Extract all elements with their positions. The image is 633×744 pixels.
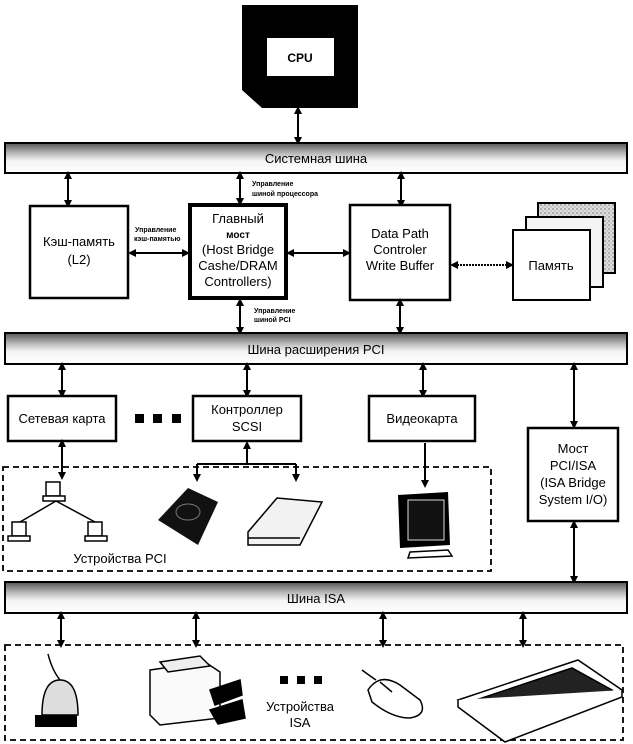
isa-bus: Шина ISA xyxy=(4,581,628,614)
cache-l2-block: Кэш-память (L2) xyxy=(28,204,130,300)
isa-devices-label-1: Устройства xyxy=(266,699,335,714)
network-card-block: Сетевая карта xyxy=(6,394,118,443)
host-bridge-label-5: Controllers) xyxy=(204,274,271,289)
memory-block: Память xyxy=(512,202,616,301)
network-icon xyxy=(7,481,108,542)
host-bridge-label-4: Cashe/DRAM xyxy=(198,258,277,273)
data-path-label-1: Data Path xyxy=(371,226,429,241)
pci-devices-group xyxy=(2,466,492,572)
cache-control-label-1: Управление xyxy=(135,227,176,234)
bridge-label-3: (ISA Bridge xyxy=(540,475,606,490)
host-bridge-label-2: мост xyxy=(226,230,250,241)
bridge-label-4: System I/O) xyxy=(539,492,608,507)
pci-bus-control-label-1: Управление xyxy=(254,308,295,315)
isa-devices-group xyxy=(4,644,624,741)
mouse-icon xyxy=(361,669,424,719)
cache-label-1: Кэш-память xyxy=(43,234,115,249)
keyboard-icon xyxy=(456,659,624,743)
system-bus-label: Системная шина xyxy=(265,151,368,166)
scsi-device-links xyxy=(196,443,297,476)
video-card-label: Видеокарта xyxy=(386,411,458,426)
scsi-controller-block: Контроллер SCSI xyxy=(191,394,303,443)
cpu-bus-control-label-1: Управление xyxy=(252,181,293,188)
video-card-block: Видеокарта xyxy=(367,394,477,443)
scsi-label-2: SCSI xyxy=(232,419,262,434)
pci-bus-label: Шина расширения PCI xyxy=(247,342,384,357)
ellipsis-dots-isa xyxy=(280,676,322,684)
bridge-label-2: PCI/ISA xyxy=(550,458,597,473)
data-path-label-2: Controler xyxy=(373,242,427,257)
cpu-chip: CPU xyxy=(242,5,358,108)
host-bridge-label-3: (Host Bridge xyxy=(202,242,274,257)
host-bridge-label-1: Главный xyxy=(212,211,264,226)
data-path-block: Data Path Controler Write Buffer xyxy=(348,203,452,302)
cache-label-2: (L2) xyxy=(67,252,90,267)
printer-icon xyxy=(149,655,246,726)
isa-devices-label-2: ISA xyxy=(290,715,311,730)
cpu-bus-control-label-2: шиной процессора xyxy=(252,190,318,198)
memory-label: Память xyxy=(528,258,574,273)
pci-devices-label: Устройства PCI xyxy=(73,551,166,566)
cache-control-label-2: кэш-памятью xyxy=(134,236,181,243)
microphone-icon xyxy=(35,653,79,727)
data-path-label-3: Write Buffer xyxy=(366,258,435,273)
ellipsis-dots-pci xyxy=(135,414,181,423)
pci-bus-control-label-2: шиной PCI xyxy=(254,316,291,324)
network-card-label: Сетевая карта xyxy=(18,411,106,426)
monitor-icon xyxy=(398,492,454,559)
scanner-icon xyxy=(247,497,324,546)
hard-disk-icon xyxy=(158,488,218,545)
system-bus: Системная шина xyxy=(4,142,628,174)
scsi-label-1: Контроллер xyxy=(211,402,283,417)
cpu-label: CPU xyxy=(287,51,312,65)
bridge-label-1: Мост xyxy=(558,441,589,456)
pci-bus: Шина расширения PCI xyxy=(4,332,628,365)
pci-isa-bridge-block: Мост PCI/ISA (ISA Bridge System I/O) xyxy=(526,426,620,523)
host-bridge-block: Главный мост (Host Bridge Cashe/DRAM Con… xyxy=(188,203,288,300)
isa-bus-label: Шина ISA xyxy=(287,591,345,606)
